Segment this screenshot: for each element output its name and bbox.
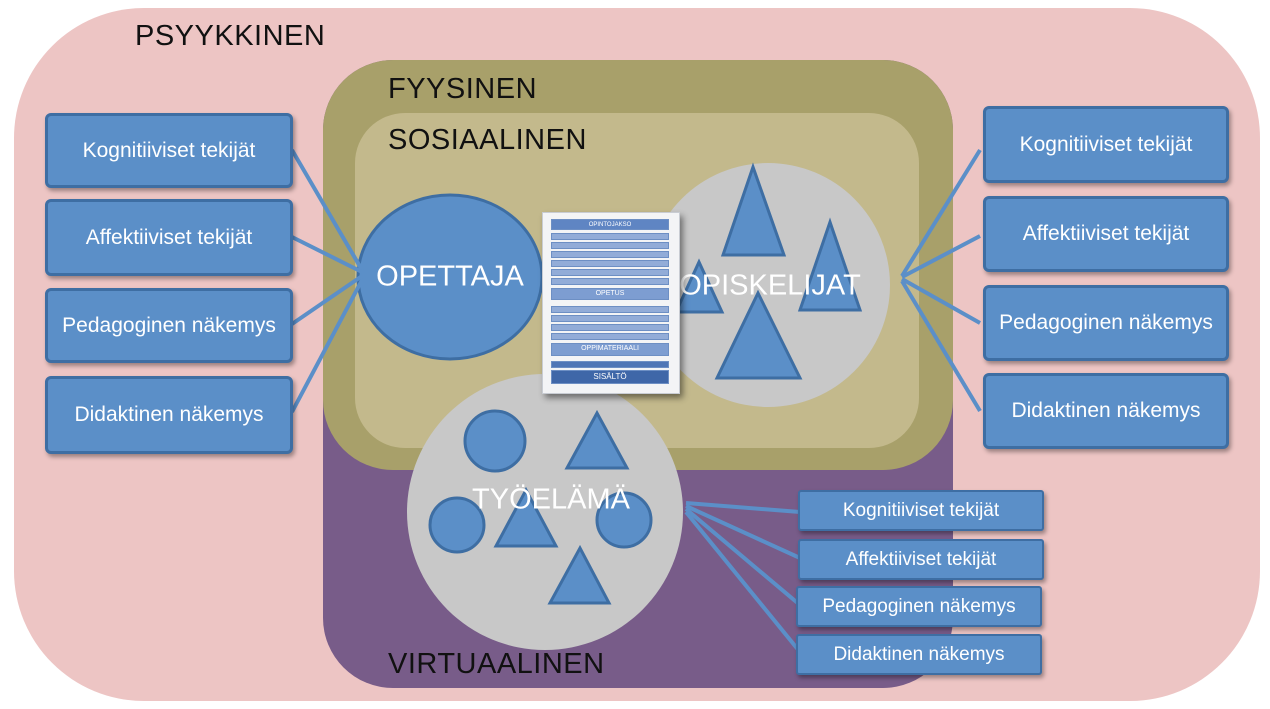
worklife-circle xyxy=(428,496,486,554)
bottom-box-pedagoginen: Pedagoginen näkemys xyxy=(796,586,1042,627)
sosiaalinen-label: SOSIAALINEN xyxy=(388,124,587,156)
left-box-affektiiviset: Affektiiviset tekijät xyxy=(45,199,293,276)
doc-row xyxy=(551,242,669,249)
tyoelama-label: TYÖELÄMÄ xyxy=(472,483,630,516)
doc-sisalto: SISÄLTÖ xyxy=(551,370,669,384)
doc-row xyxy=(551,269,669,276)
worklife-triangle xyxy=(564,409,630,470)
left-box-didaktinen: Didaktinen näkemys xyxy=(45,376,293,454)
bottom-box-didaktinen: Didaktinen näkemys xyxy=(796,634,1042,675)
student-triangle xyxy=(673,258,725,314)
student-triangle xyxy=(720,162,787,257)
doc-row xyxy=(551,315,669,322)
doc-title: OPINTOJAKSO xyxy=(551,219,669,230)
bottom-box-kognitiiviset: Kognitiiviset tekijät xyxy=(798,490,1044,531)
doc-oppimateriaali: OPPIMATERIAALI xyxy=(551,343,669,356)
opintojakso-document: OPINTOJAKSO OPETUS OPPIMATERIAALI SISÄLT… xyxy=(542,212,680,394)
right-box-kognitiiviset: Kognitiiviset tekijät xyxy=(983,106,1229,183)
doc-row xyxy=(551,260,669,267)
fyysinen-label: FYYSINEN xyxy=(388,73,538,105)
worklife-triangle xyxy=(547,544,612,605)
student-triangle xyxy=(797,217,863,312)
left-box-kognitiiviset: Kognitiiviset tekijät xyxy=(45,113,293,188)
doc-row xyxy=(551,306,669,313)
doc-row xyxy=(551,324,669,331)
psyykkinen-label: PSYYKKINEN xyxy=(135,20,326,52)
virtuaalinen-label: VIRTUAALINEN xyxy=(388,648,605,680)
right-box-didaktinen: Didaktinen näkemys xyxy=(983,373,1229,449)
bottom-box-affektiiviset: Affektiiviset tekijät xyxy=(798,539,1044,580)
opettaja-label: OPETTAJA xyxy=(376,260,524,293)
worklife-circle xyxy=(463,409,527,473)
right-box-pedagoginen: Pedagoginen näkemys xyxy=(983,285,1229,361)
doc-row xyxy=(551,233,669,240)
doc-row xyxy=(551,333,669,340)
doc-row xyxy=(551,361,669,368)
left-box-pedagoginen: Pedagoginen näkemys xyxy=(45,288,293,363)
worklife-circle xyxy=(595,491,653,549)
connector-lines xyxy=(290,148,982,654)
student-triangle xyxy=(714,289,803,380)
right-box-affektiiviset: Affektiiviset tekijät xyxy=(983,196,1229,272)
doc-row xyxy=(551,278,669,285)
worklife-triangle xyxy=(493,486,559,548)
doc-opetus: OPETUS xyxy=(551,288,669,300)
doc-row xyxy=(551,251,669,258)
opiskelijat-label: OPISKELIJAT xyxy=(679,269,861,302)
